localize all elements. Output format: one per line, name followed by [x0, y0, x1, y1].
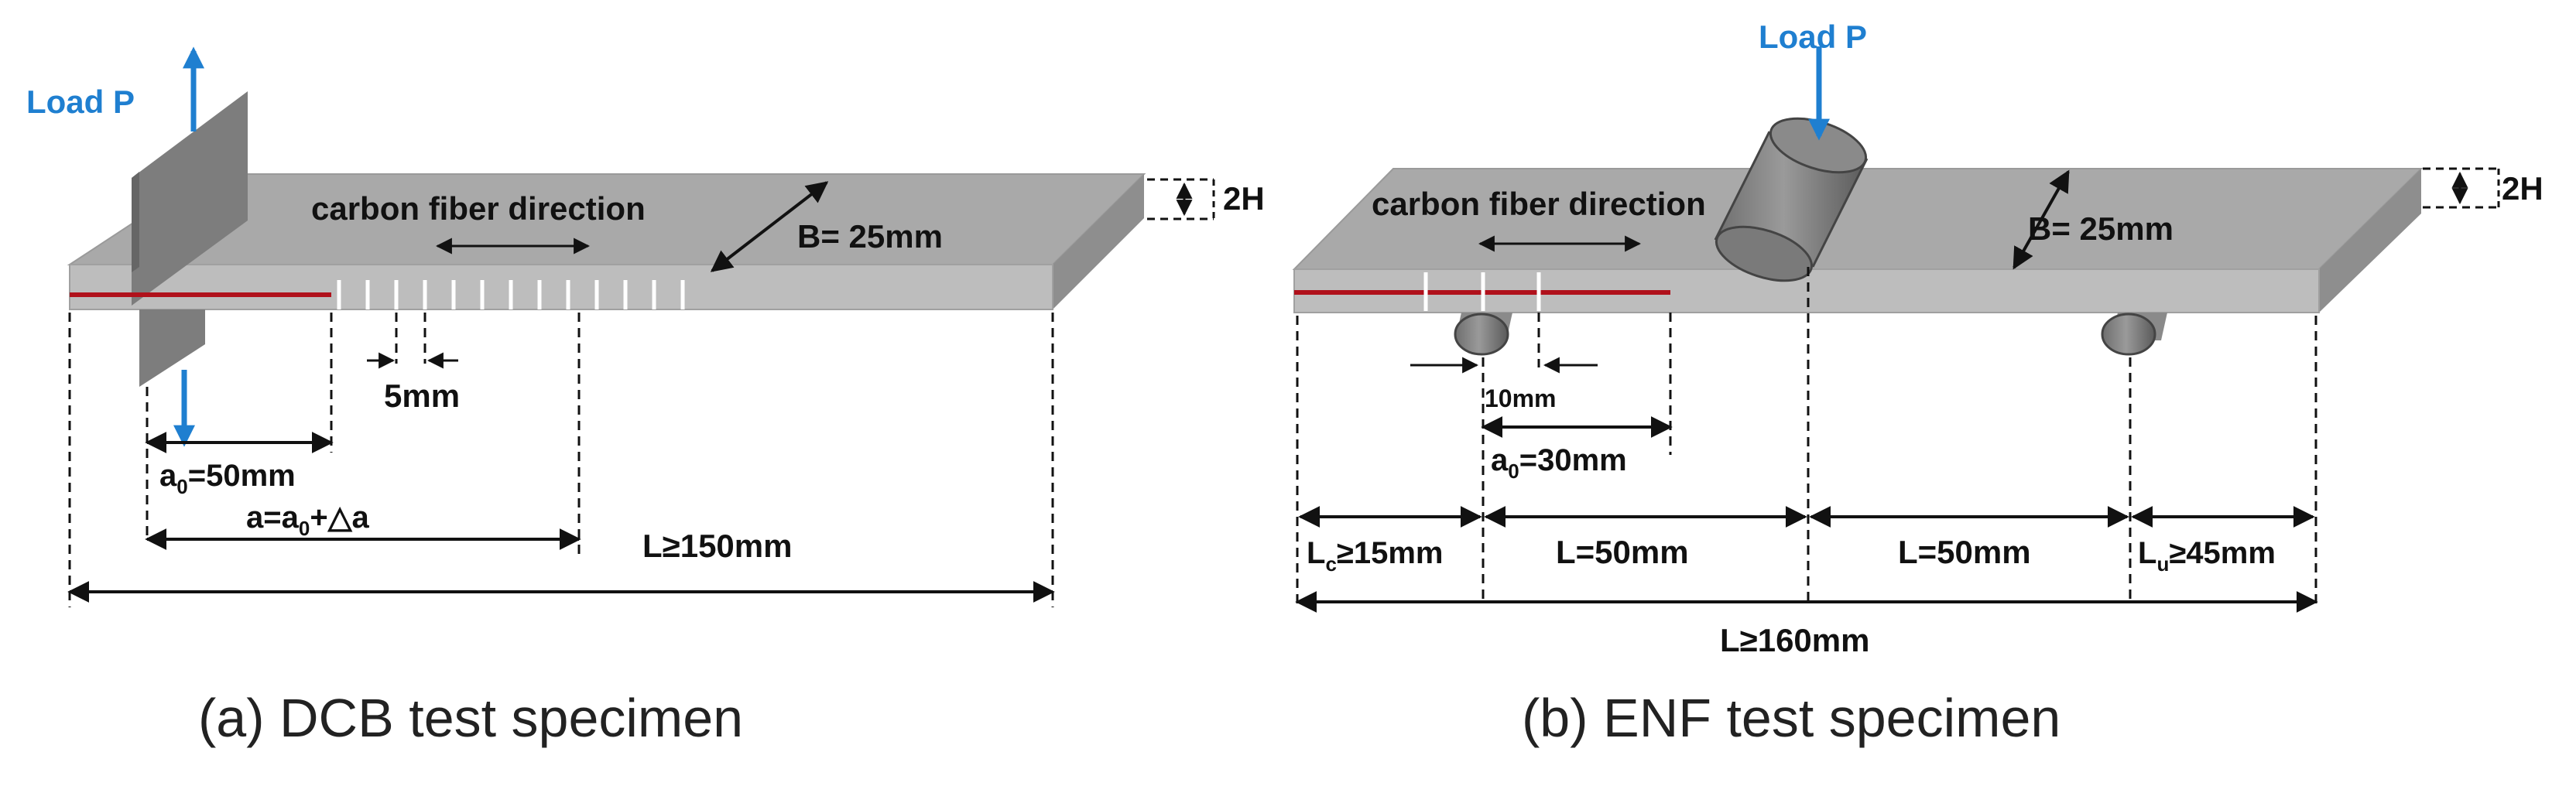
- enf-width-label: B= 25mm: [2028, 210, 2174, 247]
- enf-right-support: [2101, 313, 2167, 356]
- enf-span1-label: L=50mm: [1556, 534, 1689, 570]
- dcb-fiber-label: carbon fiber direction: [311, 190, 646, 227]
- dcb-upper-block-front: [132, 172, 139, 272]
- enf-thickness-label: 2H: [2502, 170, 2543, 207]
- dcb-thickness-marker: [1147, 178, 1215, 220]
- dcb-spacing-label: 5mm: [384, 378, 460, 414]
- enf-caption: (b) ENF test specimen: [1522, 688, 2060, 748]
- dcb-extension-lines: [68, 313, 1054, 607]
- dcb-width-arrow: [710, 181, 829, 272]
- dcb-crack-ticks: [337, 280, 685, 309]
- enf-lc-label: Lc≥15mm: [1307, 536, 1443, 576]
- dcb-diagram: Load P carbon fiber direction B= 25mm 2H…: [26, 46, 1265, 748]
- dcb-specimen-side: [1053, 174, 1144, 309]
- enf-span2-label: L=50mm: [1898, 534, 2031, 570]
- enf-diagram: Load P carbon fiber direction B= 25mm 2H: [1292, 19, 2543, 748]
- dcb-load-label: Load P: [26, 84, 135, 120]
- enf-specimen-side: [2319, 169, 2421, 313]
- dcb-lower-block: [139, 309, 205, 387]
- dcb-thickness-label: 2H: [1223, 180, 1265, 217]
- enf-lu-label: Lu≥45mm: [2138, 536, 2276, 576]
- dcb-width-label: B= 25mm: [797, 218, 943, 255]
- enf-a0-label: a0=30mm: [1491, 443, 1627, 483]
- dcb-length-label: L≥150mm: [642, 528, 792, 564]
- enf-total-label: L≥160mm: [1720, 622, 1869, 658]
- enf-load-label: Load P: [1759, 19, 1867, 55]
- enf-width-arrow: [2012, 169, 2070, 270]
- enf-extension-lines: [1296, 267, 2317, 603]
- enf-fiber-label: carbon fiber direction: [1372, 186, 1706, 222]
- dcb-a0-label: a0=50mm: [159, 459, 296, 498]
- dcb-caption: (a) DCB test specimen: [198, 688, 743, 748]
- enf-thickness-marker: [2423, 167, 2500, 209]
- dcb-a-label: a=a0+△a: [246, 501, 369, 540]
- dcb-specimen-front: [69, 264, 1053, 310]
- enf-spacing-label: 10mm: [1485, 384, 1557, 412]
- dcb-upper-block-side: [132, 91, 248, 306]
- enf-left-support: [1454, 313, 1512, 356]
- enf-crack-ticks: [1423, 272, 1541, 311]
